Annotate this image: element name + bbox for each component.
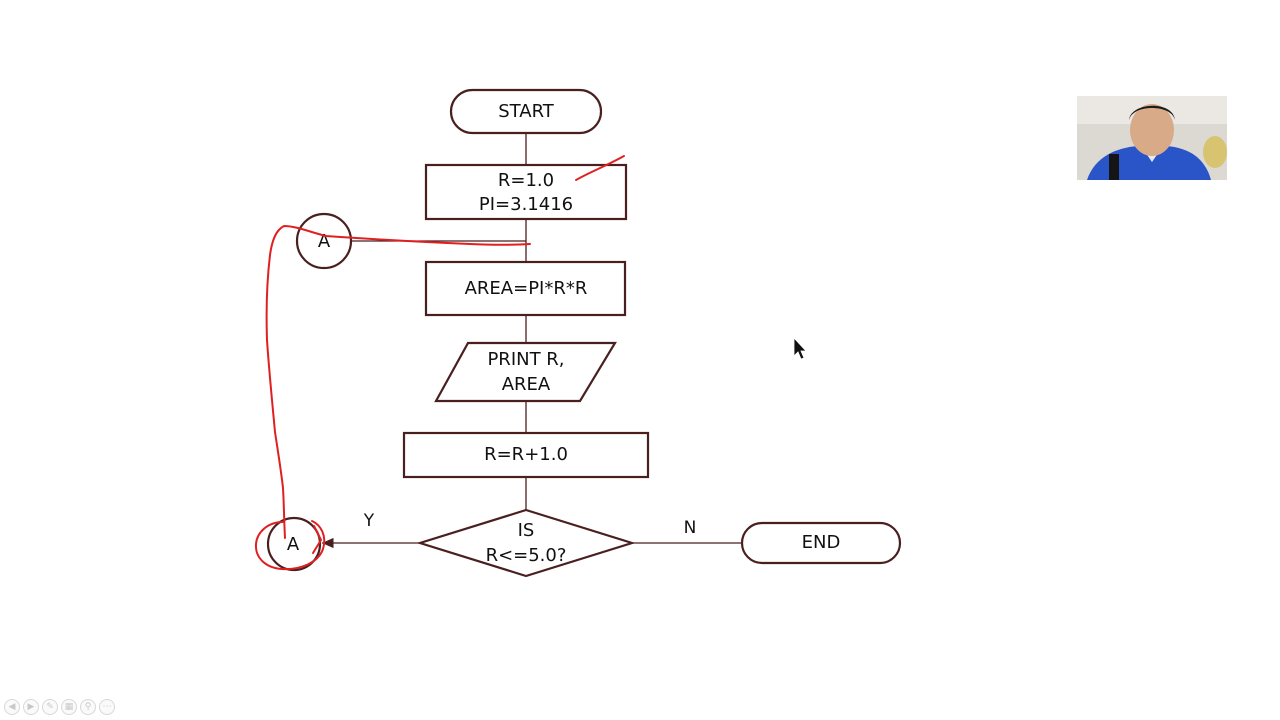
init-line1: R=1.0 xyxy=(498,170,554,191)
end-label: END xyxy=(802,532,841,553)
start-terminal xyxy=(449,88,603,135)
next-icon[interactable]: ▶ xyxy=(23,699,39,715)
decision-diamond xyxy=(416,508,636,578)
decision-line2: R<=5.0? xyxy=(486,545,567,566)
connector-a-top xyxy=(295,212,353,270)
slides-icon[interactable]: ▦ xyxy=(61,699,77,715)
annotation-arrow-tip xyxy=(312,525,322,554)
print-line2: AREA xyxy=(502,374,551,395)
area-label: AREA=PI*R*R xyxy=(465,278,588,299)
increment-label: R=R+1.0 xyxy=(484,444,568,465)
annotation-tick-stroke xyxy=(575,155,625,181)
area-process-box xyxy=(424,260,627,317)
no-branch-label: N xyxy=(684,518,697,538)
connector-a-bottom-label: A xyxy=(287,534,300,555)
decision-line1: IS xyxy=(518,520,535,541)
pen-icon[interactable]: ✎ xyxy=(42,699,58,715)
annotation-loop-line xyxy=(265,225,531,539)
start-label: START xyxy=(498,101,555,122)
more-icon[interactable]: ⋯ xyxy=(99,699,115,715)
mouse-pointer-icon xyxy=(793,336,807,360)
init-line2: PI=3.1416 xyxy=(479,194,573,215)
print-line1: PRINT R, xyxy=(487,349,564,370)
increment-process-box xyxy=(402,431,650,479)
zoom-icon[interactable]: ⚲ xyxy=(80,699,96,715)
prev-icon[interactable]: ◀ xyxy=(4,699,20,715)
init-process-box xyxy=(424,163,628,221)
end-terminal xyxy=(740,521,902,565)
connector-a-bottom xyxy=(266,516,322,572)
yes-branch-label: Y xyxy=(363,511,375,531)
annotation-circle-a xyxy=(254,520,326,571)
presenter-webcam xyxy=(1077,96,1227,180)
presentation-toolbar: ◀ ▶ ✎ ▦ ⚲ ⋯ xyxy=(4,699,115,715)
print-io-shape xyxy=(434,341,617,403)
